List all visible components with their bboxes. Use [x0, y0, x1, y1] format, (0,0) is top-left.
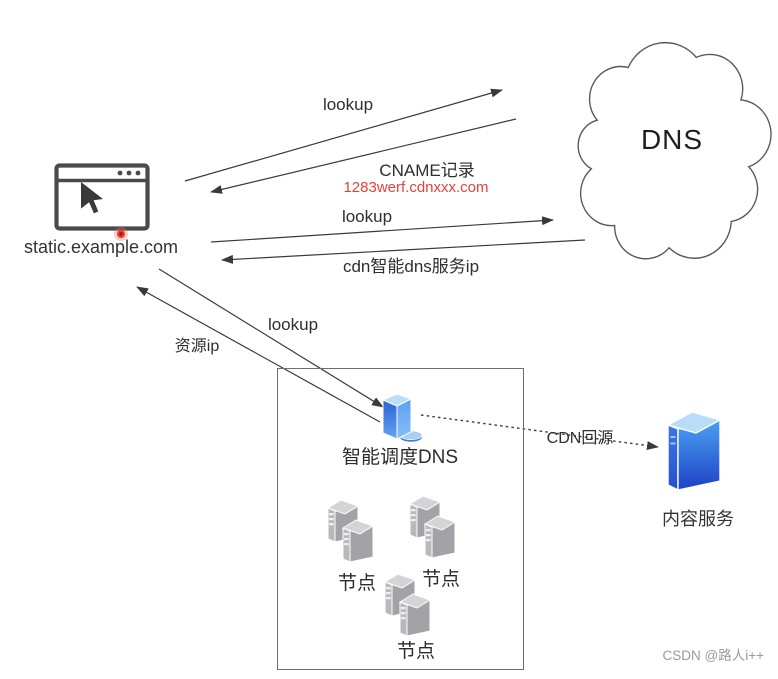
node-label-3: 节点 — [396, 641, 436, 662]
browser-window-icon — [54, 163, 150, 231]
browser-hostname-label: static.example.com — [23, 237, 179, 257]
dns-cloud-icon — [577, 41, 772, 260]
label-lookup-bottom: lookup — [267, 315, 319, 334]
label-cdn-dns-ip: cdn智能dns服务ip — [342, 257, 480, 276]
browser-menu-dots-icon — [117, 170, 141, 176]
node-label-2: 节点 — [421, 569, 461, 590]
node-cluster-icon-3 — [383, 573, 432, 637]
content-server-icon — [666, 411, 722, 492]
scheduler-server-icon — [381, 393, 423, 442]
record-dot-icon — [114, 227, 128, 241]
label-lookup-top: lookup — [322, 95, 374, 114]
node-cluster-icon-1 — [326, 499, 375, 563]
node-cluster-icon-2 — [408, 495, 457, 559]
label-resource-ip: 资源ip — [174, 338, 220, 355]
content-server-label: 内容服务 — [662, 509, 734, 529]
watermark-text: CSDN @路人i++ — [662, 648, 764, 663]
label-cdn-origin: CDN回源 — [546, 430, 614, 447]
cursor-icon — [81, 182, 103, 214]
node-label-1: 节点 — [337, 573, 377, 594]
label-lookup-mid: lookup — [341, 207, 393, 226]
scheduler-label: 智能调度DNS — [341, 447, 459, 468]
dns-cloud-label: DNS — [640, 124, 704, 155]
label-cname-record: CNAME记录 — [379, 161, 475, 180]
label-cname-value: 1283werf.cdnxxx.com — [343, 179, 489, 196]
cdn-nodes-box — [277, 368, 524, 670]
cloud-shape — [577, 41, 772, 260]
